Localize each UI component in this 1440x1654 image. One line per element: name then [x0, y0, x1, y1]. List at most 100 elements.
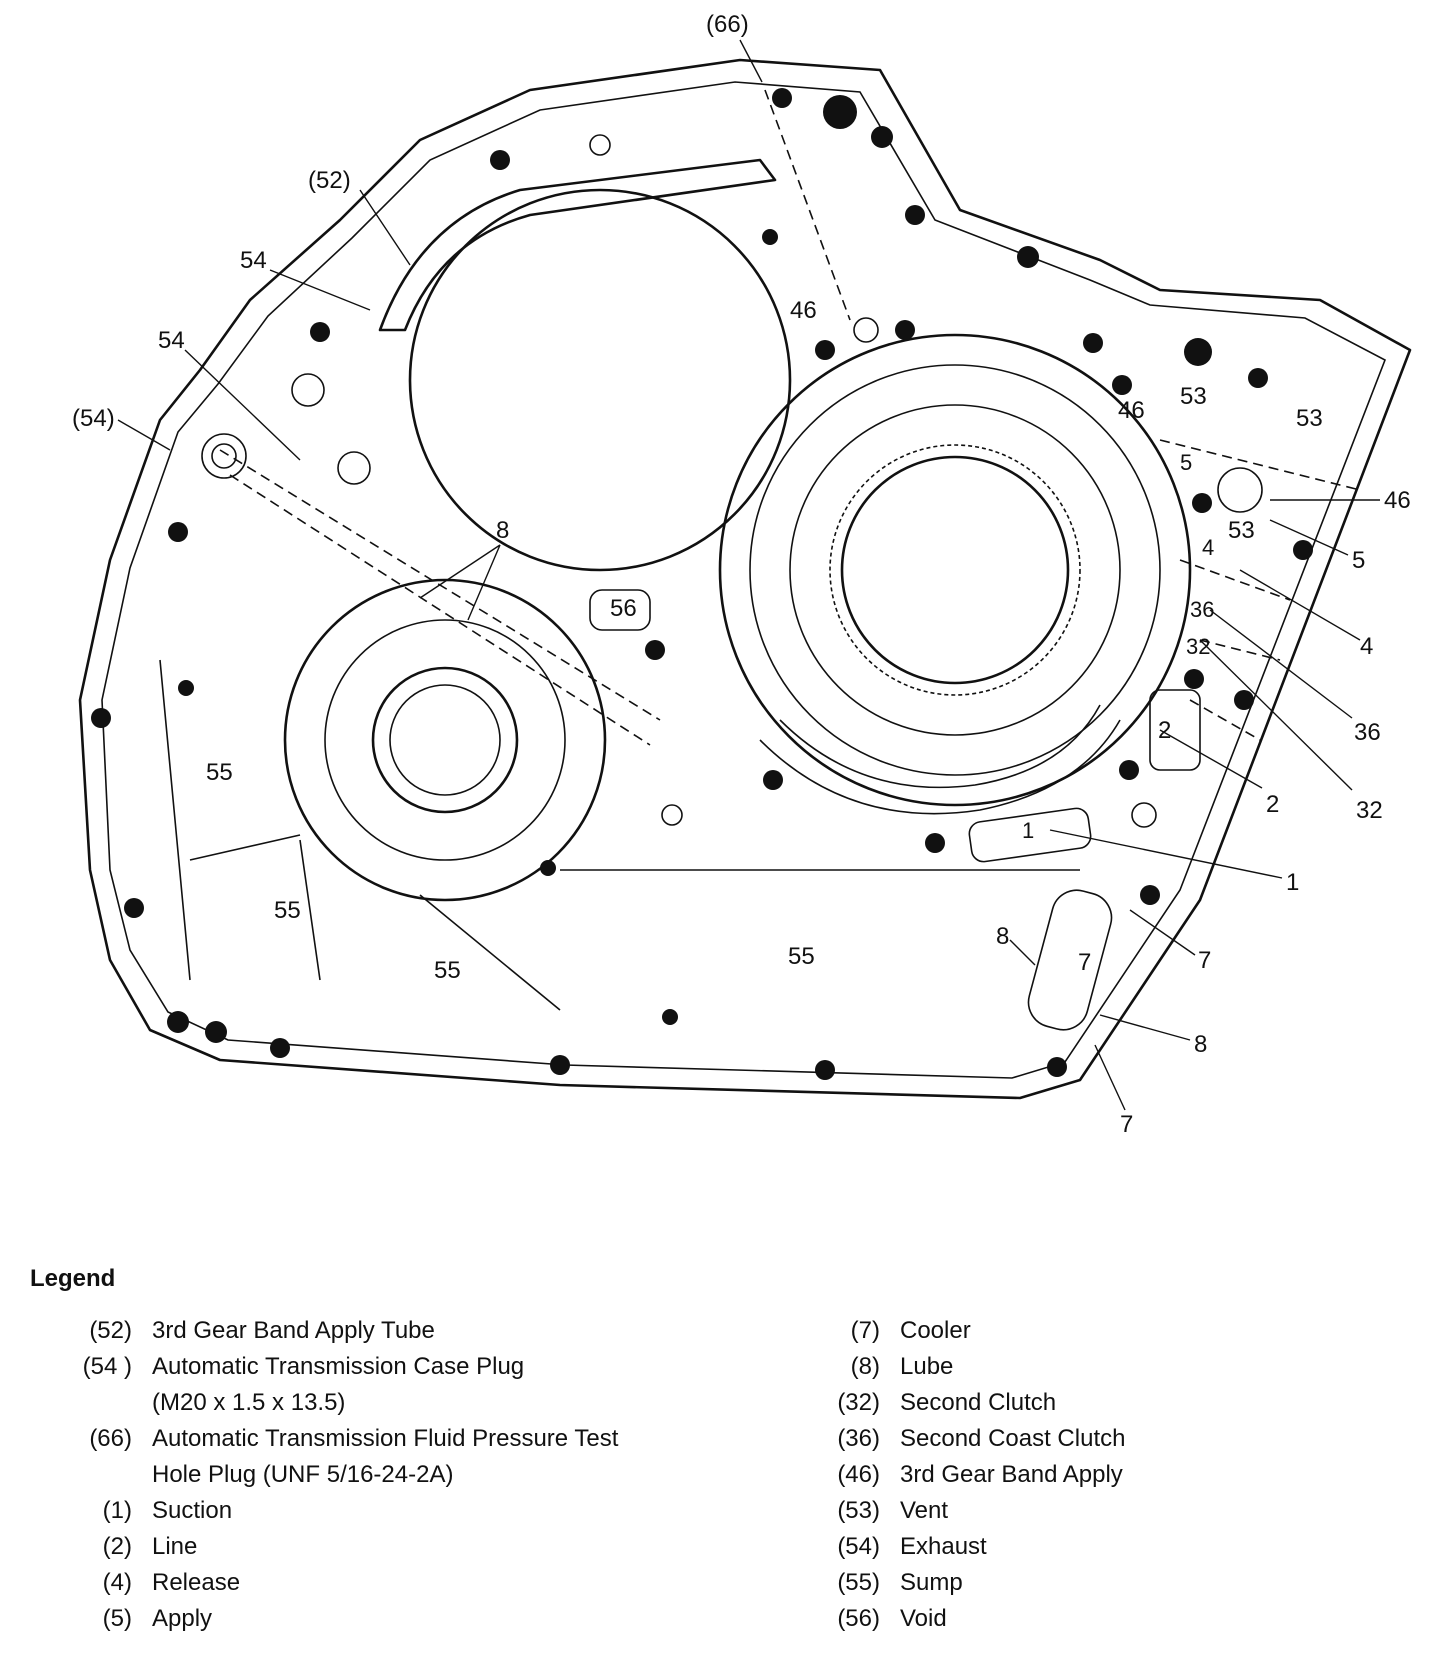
legend-code: (54)	[837, 1533, 880, 1560]
legend-item: (46) 3rd Gear Band Apply	[820, 1457, 1420, 1493]
callout-54-paren: (54)	[72, 405, 115, 432]
legend-code: (4)	[102, 1569, 132, 1596]
legend-desc: Release	[152, 1569, 241, 1596]
case-outline	[78, 58, 1412, 1100]
legend-code: (8)	[850, 1353, 880, 1380]
legend-item: (66) Automatic Transmission Fluid Pressu…	[0, 1421, 760, 1493]
arc-channel-2	[779, 704, 1101, 789]
legend-code: (7)	[850, 1317, 880, 1344]
callout-7-right-lower: 7	[1120, 1111, 1133, 1138]
callout-52: (52)	[308, 167, 351, 194]
legend-item: (54) Exhaust	[820, 1529, 1420, 1565]
left-bearing-outer	[283, 578, 607, 902]
callout-53-c: 53	[1228, 517, 1255, 544]
callout-4-inner: 4	[1202, 535, 1214, 560]
spline-outer	[829, 444, 1081, 696]
sump-wall-2	[299, 839, 321, 981]
legend-title: Legend	[30, 1265, 116, 1292]
apply-tube-52	[378, 158, 777, 332]
sump-wall-4	[159, 659, 191, 981]
callout-53-b: 53	[1296, 405, 1323, 432]
legend-code: (32)	[837, 1389, 880, 1416]
legend-code: (56)	[837, 1605, 880, 1632]
legend: Legend (52) 3rd Gear Band Apply Tube (54…	[0, 1265, 1440, 1645]
legend-desc: Vent	[900, 1497, 949, 1524]
upper-passage	[764, 89, 851, 321]
legend-item: (36) Second Coast Clutch	[820, 1421, 1420, 1457]
legend-item: (55) Sump	[820, 1565, 1420, 1601]
spline-inner	[840, 455, 1070, 685]
line-passage	[1149, 689, 1201, 771]
legend-desc: Sump	[900, 1569, 963, 1596]
legend-desc: 3rd Gear Band Apply	[900, 1461, 1123, 1488]
callout-55-right: 55	[788, 943, 815, 970]
callout-46-top: 46	[790, 297, 817, 324]
legend-code: (52)	[89, 1317, 132, 1344]
callout-56: 56	[610, 595, 637, 622]
callout-46-right: 46	[1384, 487, 1411, 514]
passage-right-2	[1179, 559, 1291, 601]
right-drum-mid	[749, 364, 1161, 776]
callout-36-right: 36	[1354, 719, 1381, 746]
legend-item: (8) Lube	[820, 1349, 1420, 1385]
legend-item: (5) Apply	[0, 1601, 760, 1637]
legend-code: (46)	[837, 1461, 880, 1488]
legend-desc: Second Coast Clutch	[900, 1425, 1126, 1452]
left-bearing-mid	[324, 619, 566, 861]
legend-code: (55)	[837, 1569, 880, 1596]
callout-54-upper: 54	[240, 247, 267, 274]
suction-passage	[968, 807, 1092, 863]
legend-item: (56) Void	[820, 1601, 1420, 1637]
left-bearing-hub	[389, 684, 501, 796]
plug-holes	[201, 134, 1263, 828]
legend-desc: Line	[152, 1533, 198, 1560]
legend-item: (4) Release	[0, 1565, 760, 1601]
callout-32-right: 32	[1356, 797, 1383, 824]
passage-right-4	[1189, 699, 1261, 741]
callout-66: (66)	[706, 11, 749, 38]
callout-32-inner: 32	[1186, 634, 1210, 659]
callout-1-right: 1	[1286, 869, 1299, 896]
transmission-case-diagram: (66) (52) 54 54 (54) 8 46 56 55 55 55 55…	[72, 11, 1412, 1138]
left-bearing-inner	[371, 666, 519, 814]
cooler-passage	[1027, 889, 1113, 1031]
void-56	[589, 589, 651, 631]
callout-7-right-upper: 7	[1198, 947, 1211, 974]
sump-wall-3	[419, 894, 561, 1011]
callout-8-lower: 8	[996, 923, 1009, 950]
legend-item: (52) 3rd Gear Band Apply Tube	[0, 1313, 760, 1349]
callout-5-right: 5	[1352, 547, 1365, 574]
right-drum-outer	[718, 333, 1192, 807]
upper-bore	[408, 188, 792, 572]
callout-1-inner: 1	[1022, 818, 1034, 843]
legend-column-right: (7) Cooler (8) Lube (32) Second Clutch (…	[820, 1313, 1420, 1637]
callout-2-right: 2	[1266, 791, 1279, 818]
callout-46-inner: 46	[1118, 397, 1145, 424]
legend-code: (5)	[102, 1605, 132, 1632]
legend-desc: Automatic Transmission Case Plug (M20 x …	[152, 1353, 525, 1416]
legend-code: (1)	[102, 1497, 132, 1524]
legend-desc: Cooler	[900, 1317, 971, 1344]
callout-8-right: 8	[1194, 1031, 1207, 1058]
arc-channel	[759, 719, 1121, 815]
callout-labels: (66) (52) 54 54 (54) 8 46 56 55 55 55 55…	[72, 11, 1411, 1138]
callout-55-bottom: 55	[434, 957, 461, 984]
case-inner-outline	[101, 81, 1387, 1079]
legend-desc: Second Clutch	[900, 1389, 1057, 1416]
legend-item: (1) Suction	[0, 1493, 760, 1529]
sump-wall-1	[189, 834, 301, 861]
callout-4-right: 4	[1360, 633, 1373, 660]
legend-item: (32) Second Clutch	[820, 1385, 1420, 1421]
diagonal-passage-2	[229, 474, 651, 746]
legend-code: (54 )	[82, 1353, 132, 1380]
legend-code: (36)	[837, 1425, 880, 1452]
callout-55-left: 55	[206, 759, 233, 786]
legend-desc: Exhaust	[900, 1533, 987, 1560]
passage-right-1	[1159, 439, 1361, 491]
legend-column-left: (52) 3rd Gear Band Apply Tube (54 ) Auto…	[0, 1313, 760, 1637]
legend-item: (53) Vent	[820, 1493, 1420, 1529]
legend-desc: Suction	[152, 1497, 233, 1524]
legend-code: (66)	[89, 1425, 132, 1452]
legend-desc: 3rd Gear Band Apply Tube	[152, 1317, 435, 1344]
leader-lines	[117, 39, 1380, 1111]
